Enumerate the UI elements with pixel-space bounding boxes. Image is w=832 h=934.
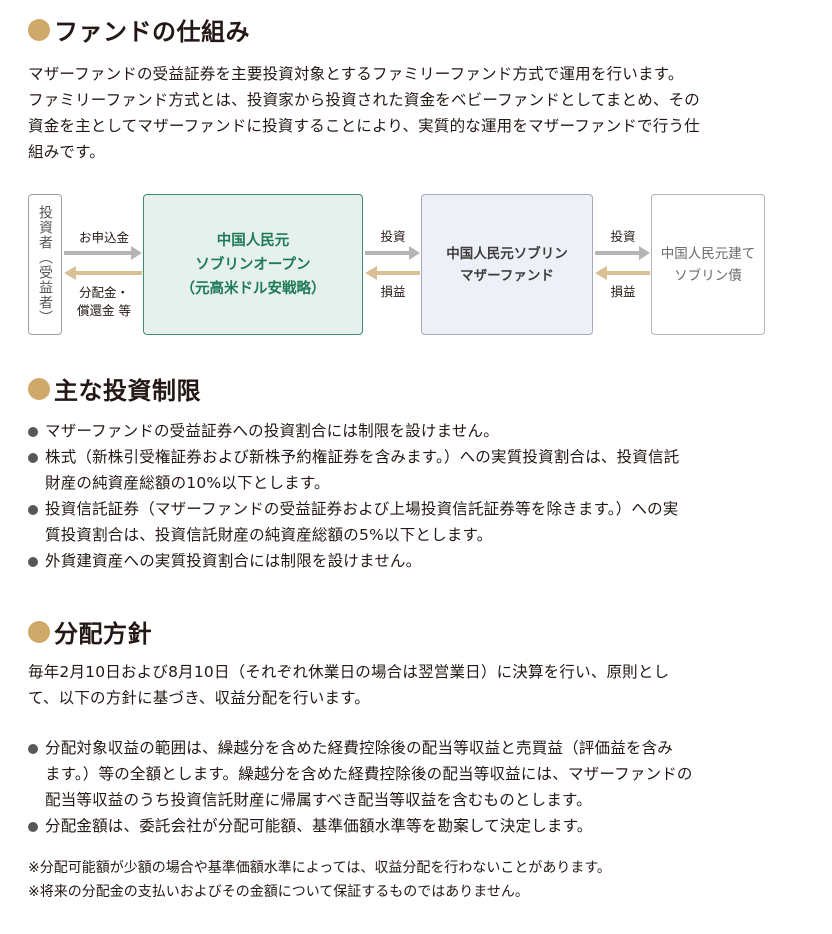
fund-name-line: ソブリンオープン xyxy=(195,256,311,273)
list-item-line: 投資信託証券（マザーファンドの受益証券および上場投資信託証券等を除きます。）への… xyxy=(45,500,679,518)
paragraph-line: 毎年2月10日および8月10日（それぞれ休業日の場合は翌営業日）に決算を行い、原… xyxy=(28,663,670,681)
profit-label: 損益 xyxy=(610,284,636,299)
list-item-line: 配当等収益のうち投資信託財産に帰属すべき配当等収益を含むものとします。 xyxy=(45,791,592,809)
paragraph-line: 組みです。 xyxy=(28,143,105,161)
bullet-dot-icon xyxy=(28,377,50,400)
list-item: 株式（新株引受権証券および新株予約権証券を含みます。）への実質投資割合は、投資信… xyxy=(28,444,778,496)
bullet-dot-icon xyxy=(28,18,50,41)
section-heading-distribution-policy: 分配方針 xyxy=(28,614,152,649)
mother-fund-line: マザーファンド xyxy=(460,267,554,284)
arrow-invest-mother xyxy=(365,246,420,260)
bond-line: 中国人民元建て xyxy=(660,245,756,262)
list-item-line: 分配金額は、委託会社が分配可能額、基準価額水準等を勘案して決定します。 xyxy=(45,817,593,835)
list-item: 分配金額は、委託会社が分配可能額、基準価額水準等を勘案して決定します。 xyxy=(28,813,778,839)
distribution-notes: ※分配可能額が少額の場合や基準価額水準によっては、収益分配を行わないことがありま… xyxy=(28,856,788,904)
distribution-label: 分配金・ 償還金 等 xyxy=(66,284,142,320)
distribution-line: 償還金 等 xyxy=(77,303,131,318)
distribution-policy-intro: 毎年2月10日および8月10日（それぞれ休業日の場合は翌営業日）に決算を行い、原… xyxy=(28,659,778,711)
note-line: ※将来の分配金の支払いおよびその金額について保証するものではありません。 xyxy=(28,884,529,900)
sovereign-bond-box: 中国人民元建て ソブリン債 xyxy=(651,194,765,335)
list-item-line: マザーファンドの受益証券への投資割合には制限を設けません。 xyxy=(45,422,499,440)
investor-label: 投資者（受益者） xyxy=(37,204,53,325)
arrow-profit-bond xyxy=(595,266,650,280)
invest-label: 投資 xyxy=(610,229,636,244)
arrow-distribution xyxy=(64,266,142,280)
list-item-line: 外貨建資産への実質投資割合には制限を設けません。 xyxy=(45,552,422,570)
list-item: 分配対象収益の範囲は、繰越分を含めた経費控除後の配当等収益と売買益（評価益を含み… xyxy=(28,735,778,813)
mother-fund-box: 中国人民元ソブリン マザーファンド xyxy=(421,194,593,335)
profit-label: 損益 xyxy=(380,284,406,299)
arrow-invest-bond xyxy=(595,246,650,260)
paragraph-line: 資金を主としてマザーファンドに投資することにより、実質的な運用をマザーファンドで… xyxy=(28,117,700,135)
paragraph-line: て、以下の方針に基づき、収益分配を行います。 xyxy=(28,689,370,707)
arrow-subscription xyxy=(64,246,142,260)
list-item-line: 質投資割合は、投資信託財産の純資産総額の5%以下とします。 xyxy=(45,526,493,544)
investor-box: 投資者（受益者） xyxy=(28,194,62,335)
list-item-line: 株式（新株引受権証券および新株予約権証券を含みます。）への実質投資割合は、投資信… xyxy=(45,448,680,466)
section-heading-fund-structure: ファンドの仕組み xyxy=(28,12,250,47)
distribution-policy-list: 分配対象収益の範囲は、繰越分を含めた経費控除後の配当等収益と売買益（評価益を含み… xyxy=(28,735,778,839)
list-item-line: ます。）等の全額とします。繰越分を含めた経費控除後の配当等収益には、マザーファン… xyxy=(45,765,693,783)
list-item: 投資信託証券（マザーファンドの受益証券および上場投資信託証券等を除きます。）への… xyxy=(28,496,778,548)
bullet-dot-icon xyxy=(28,620,50,643)
bond-line: ソブリン債 xyxy=(674,267,742,284)
section-title: ファンドの仕組み xyxy=(54,18,250,46)
investment-limits-list: マザーファンドの受益証券への投資割合には制限を設けません。 株式（新株引受権証券… xyxy=(28,418,778,574)
invest-label: 投資 xyxy=(380,229,406,244)
list-item: 外貨建資産への実質投資割合には制限を設けません。 xyxy=(28,548,778,574)
paragraph-line: マザーファンドの受益証券を主要投資対象とするファミリーファンド方式で運用を行いま… xyxy=(28,65,684,83)
subscription-label: お申込金 xyxy=(78,230,129,245)
list-item-line: 財産の純資産総額の10%以下とします。 xyxy=(45,474,330,492)
list-item: マザーファンドの受益証券への投資割合には制限を設けません。 xyxy=(28,418,778,444)
mother-fund-line: 中国人民元ソブリン xyxy=(446,245,568,262)
paragraph-line: ファミリーファンド方式とは、投資家から投資された資金をベビーファンドとしてまとめ… xyxy=(28,91,701,109)
distribution-line: 分配金・ xyxy=(78,285,129,300)
section-title: 分配方針 xyxy=(54,620,152,648)
list-item-line: 分配対象収益の範囲は、繰越分を含めた経費控除後の配当等収益と売買益（評価益を含み xyxy=(45,739,674,757)
baby-fund-box: 中国人民元 ソブリンオープン （元高米ドル安戦略） xyxy=(143,194,363,335)
fund-name-line: 中国人民元 xyxy=(216,232,290,249)
arrow-profit-mother xyxy=(365,266,420,280)
note-line: ※分配可能額が少額の場合や基準価額水準によっては、収益分配を行わないことがありま… xyxy=(28,860,611,876)
fund-name-line: （元高米ドル安戦略） xyxy=(180,280,326,297)
section-heading-investment-limits: 主な投資制限 xyxy=(28,371,201,406)
fund-structure-description: マザーファンドの受益証券を主要投資対象とするファミリーファンド方式で運用を行いま… xyxy=(28,61,778,165)
section-title: 主な投資制限 xyxy=(54,377,201,405)
